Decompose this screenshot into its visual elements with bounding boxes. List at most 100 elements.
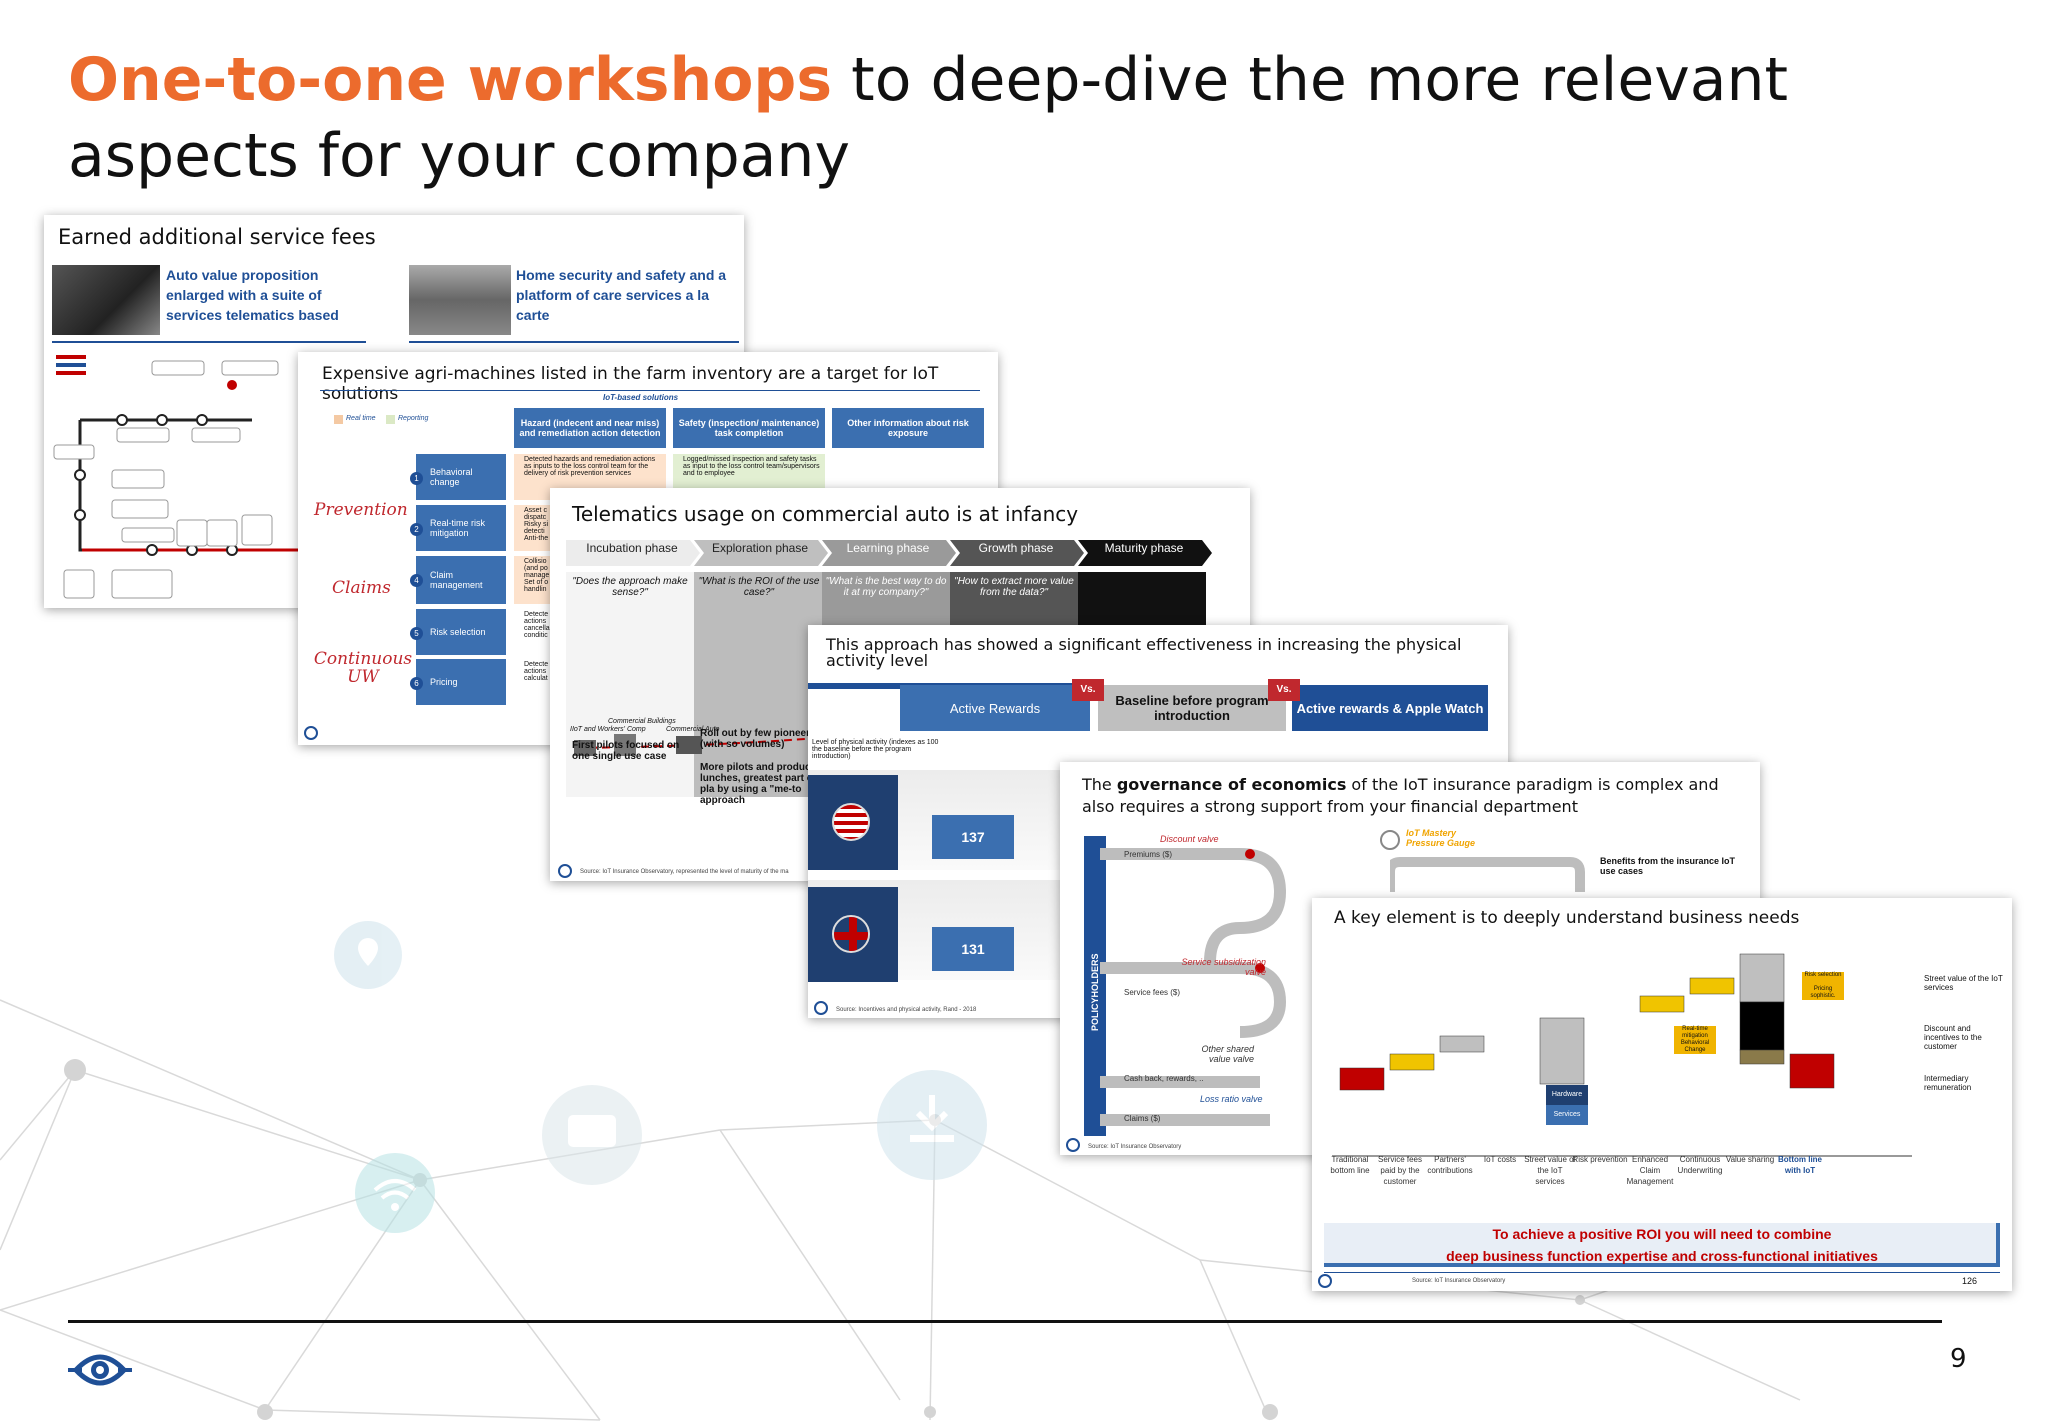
row-behavioral-change: Behavioral change [416, 454, 506, 500]
house-photo [409, 265, 511, 335]
valve-service: Service subsidization valve [1181, 957, 1266, 977]
legend-real-time: Real time [346, 415, 376, 422]
segment-iiot: IIoT and Workers' Comp [570, 726, 646, 733]
page-title: One-to-one workshops to deep-dive the mo… [68, 42, 1868, 194]
column-header-other: Other information about risk exposure [832, 408, 984, 448]
slide-page-number: 126 [1962, 1276, 1978, 1286]
category-label: Traditional bottom line [1330, 1155, 1370, 1175]
flow-premiums: Premiums ($) [1124, 850, 1173, 859]
policyholders-bar [1084, 836, 1106, 1136]
waterfall-chart [1332, 953, 1912, 1157]
gauge-label: IoT Mastery Pressure Gauge [1406, 828, 1476, 848]
vs-badge: Vs. [1072, 679, 1104, 701]
logo-icon [558, 864, 572, 878]
phase-learning: Learning phase [846, 541, 930, 555]
logo-icon [1318, 1274, 1332, 1288]
waterfall-bar [1689, 977, 1735, 995]
logo-icon [814, 1001, 828, 1015]
box-real-time: Real-time mitigation [1674, 1026, 1716, 1040]
category-label: Continuous Underwriting [1677, 1155, 1723, 1175]
gauge-icon [1380, 830, 1400, 850]
right-label-discount: Discount and incentives to the customer [1924, 1024, 1982, 1051]
group-continuous-uw: Continuous UW [313, 649, 413, 687]
tab-baseline: Baseline before program introduction [1098, 685, 1286, 731]
slide-title: This approach has showed a significant e… [826, 635, 1462, 670]
waterfall-bar [1439, 1035, 1485, 1053]
divider [320, 390, 980, 391]
title-bold: governance of economics [1116, 775, 1347, 794]
valve-discount: Discount valve [1160, 834, 1219, 844]
slide-title: Earned additional service fees [58, 225, 376, 249]
slide-title: The governance of economics of the IoT i… [1082, 775, 1719, 816]
row-number: 2 [410, 523, 423, 536]
bar-value-us: 137 [932, 815, 1014, 859]
column-header-hazard: Hazard (indecent and near miss) and reme… [514, 408, 666, 448]
group-claims: Claims [332, 578, 391, 598]
category-label: Service fees paid by the customer [1377, 1155, 1423, 1186]
waterfall-bar [1389, 1053, 1435, 1071]
home-security-text: Home security and safety and a platform … [516, 267, 727, 323]
row-real-time-risk: Real-time risk mitigation [416, 505, 506, 551]
legend-swatch [386, 415, 395, 424]
category-label: Risk prevention [1572, 1155, 1628, 1164]
row-number: 1 [410, 472, 423, 485]
group-prevention: Prevention [314, 500, 408, 520]
page-title-rest: to deep-dive the more relevant aspects f… [68, 45, 1789, 191]
row-number: 6 [410, 677, 423, 690]
flow-claims: Claims ($) [1124, 1114, 1161, 1123]
slide-title: Telematics usage on commercial auto is a… [572, 502, 1079, 526]
row-number: 4 [410, 574, 423, 587]
phase-column [566, 572, 694, 797]
bullet-first-pilots: First pilots focused on one single use c… [572, 740, 680, 762]
divider [409, 341, 739, 343]
right-label-intermediary: Intermediary remuneration [1924, 1074, 1972, 1092]
box-services: Services [1546, 1105, 1588, 1125]
bullet-more-pilots: More pilots and product lunches, greates… [700, 762, 817, 806]
iot-label: IoT-based solutions [603, 393, 679, 402]
tab-active-rewards: Active Rewards [900, 685, 1090, 731]
phase-arrows [566, 540, 1212, 566]
box-hardware: Hardware [1546, 1085, 1588, 1105]
auto-value-text: Auto value proposition enlarged with a s… [166, 267, 339, 323]
category-label: Bottom line with IoT [1778, 1155, 1822, 1175]
box-pricing: Pricing sophistic. [1802, 986, 1844, 1000]
us-flag-icon [832, 803, 870, 841]
category-label: IoT costs [1483, 1155, 1517, 1164]
bar-value-uk: 131 [932, 927, 1014, 971]
banner-line-1: To achieve a positive ROI you will need … [1492, 1226, 1832, 1242]
service-route-diagram [53, 355, 312, 599]
page-number: 9 [1950, 1344, 1967, 1374]
tab-apple-watch: Active rewards & Apple Watch [1292, 685, 1488, 731]
uk-flag-icon [832, 915, 870, 953]
waterfall-bar [1539, 1017, 1585, 1085]
row-risk-selection: Risk selection [416, 609, 506, 655]
quote-learning: "What is the best way to do it at my com… [825, 576, 947, 598]
footer-divider [68, 1320, 1942, 1323]
banner-line-2: deep business function expertise and cro… [1446, 1248, 1878, 1264]
divider [52, 341, 366, 343]
category-label: Street value of the IoT services [1524, 1155, 1576, 1186]
waterfall-bar [1639, 995, 1685, 1013]
right-label-street: Street value of the IoT services [1924, 974, 2003, 992]
slide-business-needs[interactable]: A key element is to deeply understand bu… [1312, 898, 2012, 1291]
waterfall-bar [1739, 953, 1785, 1003]
pipes-diagram [1100, 848, 1287, 1126]
flow-cash-back: Cash back, rewards, .. [1124, 1074, 1204, 1083]
waterfall-bar [1339, 1067, 1385, 1091]
phase-incubation: Incubation phase [586, 541, 678, 555]
quote-growth: "How to extract more value from the data… [954, 576, 1074, 598]
phase-exploration: Exploration phase [711, 541, 809, 555]
waterfall-bar [1739, 1001, 1785, 1051]
car-photo [52, 265, 160, 335]
phase-column [694, 572, 822, 797]
source-note: Source: IoT Insurance Observatory, repre… [580, 869, 789, 875]
legend-reporting: Reporting [398, 415, 429, 422]
segment-buildings: Commercial Buildings [608, 718, 676, 725]
phase-growth: Growth phase [978, 541, 1054, 555]
segment-auto: Commercial Auto [666, 726, 720, 733]
waterfall-bar [1789, 1053, 1835, 1089]
source-note: Source: IoT Insurance Observatory [1088, 1144, 1182, 1150]
category-label: Value sharing [1725, 1155, 1775, 1164]
y-axis-note: Level of physical activity (indexes as 1… [812, 739, 939, 760]
bullet-roll-out: Roll out by few pioneers (with so volume… [700, 728, 816, 750]
